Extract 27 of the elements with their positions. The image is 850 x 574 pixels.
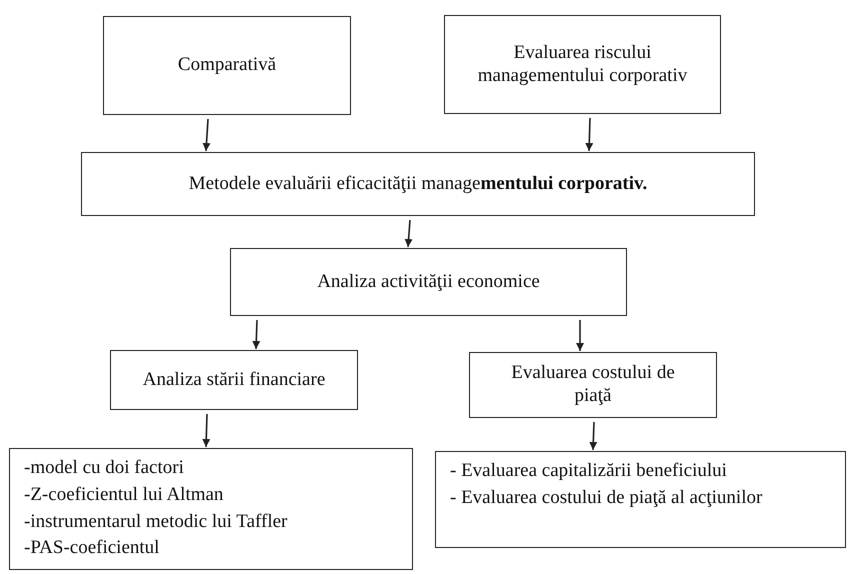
arrow — [202, 414, 210, 448]
process-box — [469, 352, 717, 418]
arrow — [576, 320, 584, 351]
list-box — [435, 451, 846, 548]
list-item: - Evaluarea capitalizării beneficiului — [450, 460, 727, 483]
box-label: Metodele evaluării eficacităţii managementului corporativ. — [188, 172, 648, 196]
list-item: - Evaluarea costului de piaţă al acţiunilor — [450, 486, 762, 510]
process-box — [103, 16, 351, 115]
list-item: -instrumentarul metodic lui Taffler — [24, 510, 288, 534]
list-item: -model cu doi factori — [24, 457, 184, 480]
arrow — [404, 220, 413, 248]
arrow — [585, 118, 594, 152]
process-box — [110, 350, 358, 410]
box-label: Analiza activităţii economice — [317, 270, 540, 294]
process-box — [81, 152, 755, 216]
box-label: Analiza stării financiare — [142, 368, 326, 392]
arrow — [252, 320, 260, 350]
list-item: -Z-coeficientul lui Altman — [24, 484, 224, 507]
box-label: Comparativă — [178, 54, 276, 77]
box-label: Evaluarea riscului managementului corporativ — [476, 42, 688, 88]
process-box — [230, 248, 627, 316]
process-box — [444, 15, 721, 114]
arrow — [589, 422, 598, 450]
box-label: Evaluarea costului de piaţă — [510, 362, 676, 408]
list-box — [9, 448, 413, 570]
list-item: -PAS-coeficientul — [24, 537, 160, 560]
arrow — [202, 118, 210, 152]
